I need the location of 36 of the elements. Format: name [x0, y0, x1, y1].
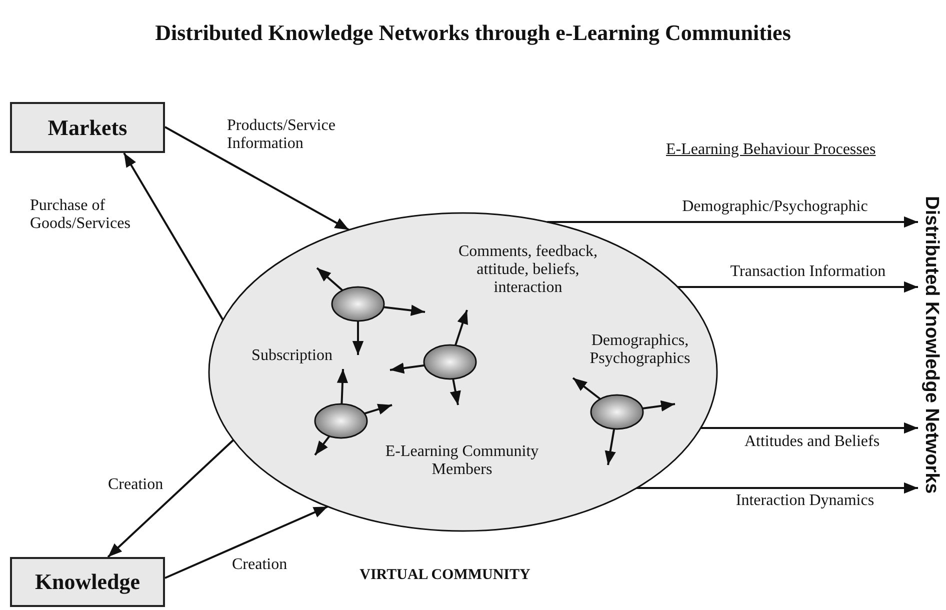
arrow: [107, 439, 234, 558]
arrow: [336, 368, 348, 404]
community-heading: VIRTUAL COMMUNITY: [358, 566, 532, 584]
arrow: [572, 377, 601, 400]
arrow: [678, 281, 918, 293]
member-ellipse: [590, 394, 644, 430]
edge-label: Demographic/Psychographic: [681, 198, 869, 216]
arrow: [316, 267, 344, 292]
section-heading: E-Learning Behaviour Processes: [666, 141, 876, 159]
arrow: [642, 400, 676, 412]
vertical-label: Distributed Knowledge Networks: [918, 196, 944, 566]
edge-label: Interaction Dynamics: [734, 492, 876, 510]
arrow: [636, 482, 918, 494]
arrow: [164, 506, 328, 579]
ellipse-text: E-Learning Community Members: [384, 443, 540, 479]
arrow: [123, 152, 224, 320]
arrow: [352, 321, 364, 355]
member-ellipse: [314, 403, 368, 439]
arrow: [454, 310, 468, 346]
member-ellipse: [331, 286, 385, 322]
arrow: [164, 126, 350, 231]
arrow: [364, 404, 392, 415]
member-ellipse: [423, 344, 477, 380]
arrow: [383, 304, 426, 316]
arrow: [547, 216, 918, 228]
arrow: [450, 378, 461, 406]
arrow: [700, 422, 918, 434]
arrow: [604, 428, 616, 466]
ellipse-text: Demographics, Psychographics: [588, 332, 692, 368]
arrow: [390, 362, 425, 374]
ellipse-text: Subscription: [250, 347, 334, 365]
process-box: Knowledge: [10, 557, 165, 607]
diagram-title: Distributed Knowledge Networks through e-Learning Communities: [154, 20, 792, 46]
ellipse-text: Comments, feedback, attitude, beliefs, interaction: [457, 243, 599, 297]
process-box: Markets: [10, 102, 165, 153]
arrow: [314, 436, 330, 456]
